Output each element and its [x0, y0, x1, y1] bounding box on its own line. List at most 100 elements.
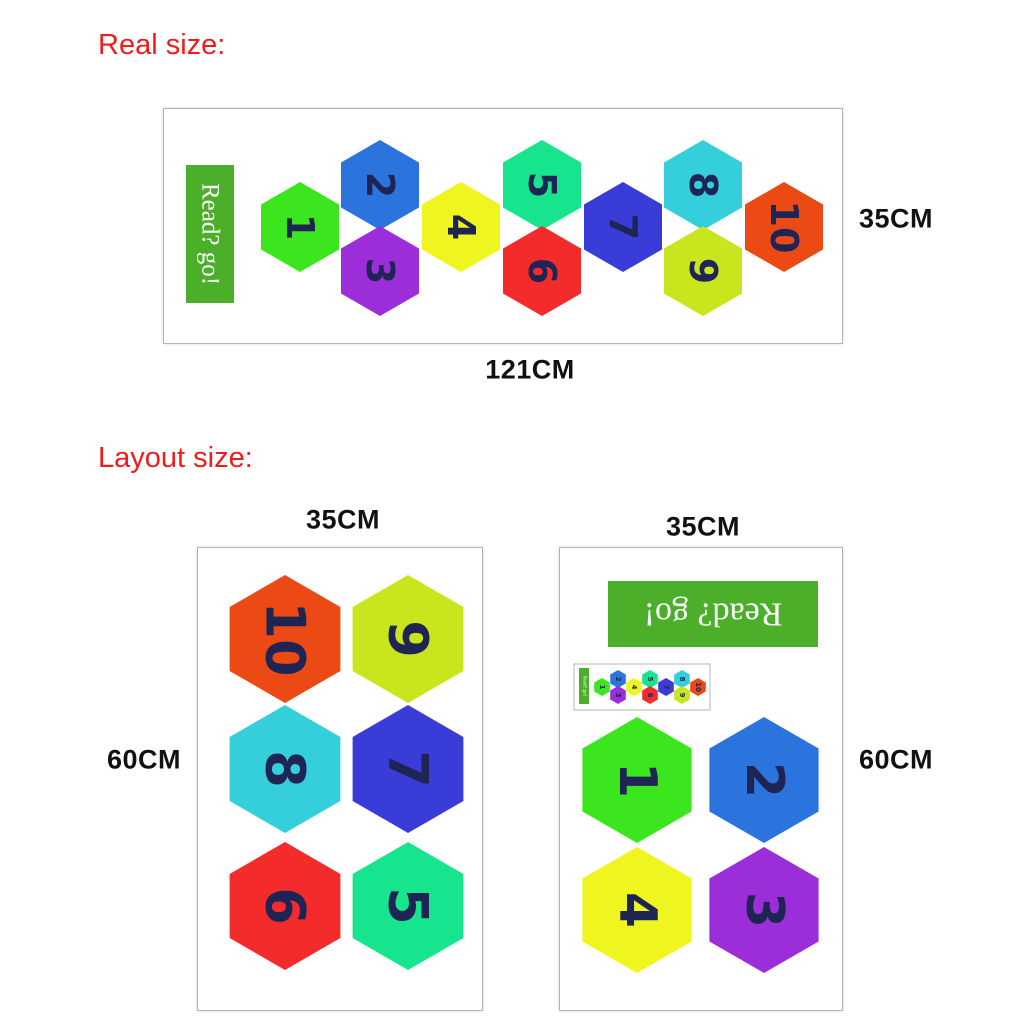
hexagon-number: 3: [614, 693, 622, 698]
hexagon-shape: [626, 678, 642, 696]
hexagon-shape: [690, 678, 706, 696]
hexagon-number: 8: [254, 750, 317, 788]
hexagon-shape: [352, 842, 464, 970]
thumbnail-hexagon-3: 3: [610, 686, 626, 704]
banner-text: Read? go!: [582, 676, 587, 697]
hexagon-number: 3: [734, 892, 794, 928]
thumbnail-hexagon-4: 4: [626, 678, 642, 696]
real-hexagon-5: 5: [503, 140, 581, 230]
hexagon-shape: [422, 182, 500, 272]
hexagon-shape: [709, 717, 819, 843]
hexagon-number: 5: [520, 172, 564, 198]
real-hexagon-1: 1: [261, 182, 339, 272]
hexagon-number: 7: [662, 685, 670, 690]
hexagon-number: 9: [678, 693, 686, 698]
real-hexagon-7: 7: [584, 182, 662, 272]
real-hexagon-10: 10: [745, 182, 823, 272]
hexagon-shape: [503, 140, 581, 230]
hexagon-number: 1: [278, 214, 322, 240]
left-hexagon-10: 10: [229, 575, 341, 703]
thumbnail-hexagon-8: 8: [674, 670, 690, 688]
right-hexagon-2: 2: [709, 717, 819, 843]
hexagon-number: 2: [734, 762, 794, 798]
thumbnail-banner: Read? go!: [579, 668, 589, 704]
thumbnail-hexagon-9: 9: [674, 686, 690, 704]
hexagon-shape: [664, 226, 742, 316]
left-hexagon-7: 7: [352, 705, 464, 833]
hexagon-number: 8: [681, 172, 725, 198]
hexagon-shape: [341, 226, 419, 316]
real-banner: Read? go!: [186, 165, 234, 303]
hexagon-number: 1: [598, 685, 606, 690]
hexagon-shape: [674, 686, 690, 704]
layout-left-sheet-graphic: 10 9 8 7 6 5: [229, 575, 464, 970]
thumbnail-hexagon-5: 5: [642, 670, 658, 688]
banner-text: Read? go!: [644, 596, 783, 633]
hexagon-shape: [341, 140, 419, 230]
real-hexagon-8: 8: [664, 140, 742, 230]
left-hexagon-8: 8: [229, 705, 341, 833]
hexagon-number: 4: [439, 214, 483, 240]
layout-right-sheet-graphic: Read? go! Read? go! 1 2 3 4 5 6 7 8 9 10 1 2 4 3: [573, 581, 819, 973]
hexagon-number: 8: [678, 677, 686, 682]
right-hexagon-3: 3: [709, 847, 819, 973]
real-hexagon-4: 4: [422, 182, 500, 272]
hexagon-number: 6: [520, 258, 564, 284]
left-hexagon-6: 6: [229, 842, 341, 970]
real-height-label: 35CM: [858, 203, 934, 234]
hexagon-number: 9: [681, 258, 725, 284]
real-size-mat-graphic: Read? go! 1 2 3 4 5 678 9 10: [186, 140, 823, 316]
hexagon-number: 6: [254, 887, 317, 925]
hexagon-shape: [709, 847, 819, 973]
right-hexagon-1: 1: [582, 717, 692, 843]
hexagon-number: 10: [762, 201, 806, 254]
layout-size-heading: Layout size:: [98, 442, 253, 474]
real-width-label: 121CM: [485, 354, 575, 385]
right-hexagon-4: 4: [582, 847, 692, 973]
real-size-heading: Real size:: [98, 29, 226, 61]
hexagon-number: 10: [254, 601, 317, 676]
layout-right-height-label: 60CM: [858, 744, 934, 775]
hexagon-number: 2: [614, 677, 622, 682]
hexagon-shape: [664, 140, 742, 230]
hexagon-shape: [745, 182, 823, 272]
hexagon-number: 7: [377, 750, 440, 788]
hexagon-shape: [503, 226, 581, 316]
hexagon-number: 4: [607, 892, 667, 928]
hexagon-shape: [352, 575, 464, 703]
hexagon-shape: [674, 670, 690, 688]
hexagon-shape: [582, 717, 692, 843]
thumbnail-hexagon-7: 7: [658, 678, 674, 696]
hexagon-number: 4: [630, 685, 638, 690]
hexagon-number: 1: [607, 762, 667, 798]
layout-left-width-label: 35CM: [305, 504, 381, 535]
thumbnail-hexagon-10: 10: [690, 678, 706, 696]
hexagon-shape: [584, 182, 662, 272]
hexagon-number: 5: [377, 887, 440, 925]
hexagon-number: 5: [646, 677, 654, 682]
hexagon-number: 2: [358, 172, 402, 198]
hexagon-number: 10: [694, 682, 702, 692]
hexagon-shape: [582, 847, 692, 973]
hexagon-number: 6: [646, 693, 654, 698]
real-hexagon-2: 2: [341, 140, 419, 230]
hexagon-shape: [658, 678, 674, 696]
real-hexagon-6: 6: [503, 226, 581, 316]
thumbnail-hexagon-6: 6: [642, 686, 658, 704]
hexagon-shape: [642, 670, 658, 688]
layout-left-sheet: 10 9 8 7 6 5: [197, 547, 483, 1011]
layout-left-height-label: 60CM: [106, 744, 182, 775]
hexagon-number: 3: [358, 258, 402, 284]
hexagon-shape: [229, 575, 341, 703]
left-hexagon-5: 5: [352, 842, 464, 970]
hexagon-shape: [610, 670, 626, 688]
hexagon-number: 9: [377, 620, 440, 658]
banner-text: Read? go!: [197, 183, 224, 285]
hexagon-shape: [642, 686, 658, 704]
real-hexagon-3: 3: [341, 226, 419, 316]
hexagon-shape: [261, 182, 339, 272]
hexagon-shape: [229, 842, 341, 970]
thumbnail-hexagon-1: 1: [594, 678, 610, 696]
hexagon-shape: [610, 686, 626, 704]
layout-right-sheet: Read? go! Read? go! 1 2 3 4 5 6 7 8 9 10 1 2 4 3: [559, 547, 843, 1011]
